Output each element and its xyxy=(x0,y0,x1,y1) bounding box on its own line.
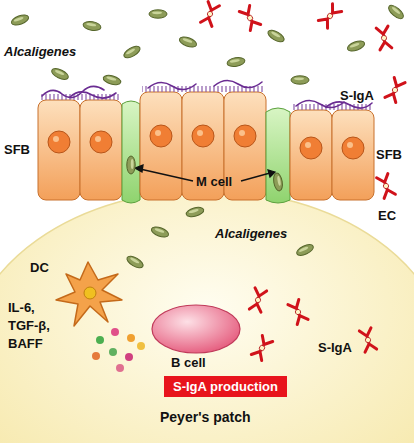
drawing-circle xyxy=(90,131,112,153)
drawing-circle xyxy=(92,352,100,360)
drawing-circle xyxy=(96,336,104,344)
drawing-use xyxy=(50,66,70,81)
drawing-circle xyxy=(239,130,245,136)
drawing-rect xyxy=(182,92,224,200)
drawing-circle xyxy=(150,125,172,147)
drawing-rect xyxy=(80,100,122,200)
drawing-use xyxy=(266,28,286,44)
drawing-circle xyxy=(347,142,353,148)
drawing-circle xyxy=(234,125,256,147)
drawing-use xyxy=(150,225,170,239)
drawing-use xyxy=(125,254,145,270)
drawing-circle xyxy=(305,142,311,148)
drawing-rect xyxy=(38,100,80,200)
drawing-ellipse xyxy=(0,190,414,443)
drawing-use xyxy=(178,35,198,49)
drawing-circle xyxy=(192,125,214,147)
drawing-line xyxy=(140,169,193,181)
drawing-path xyxy=(326,102,372,108)
drawing-use xyxy=(10,13,30,27)
drawing-rect xyxy=(332,110,374,200)
drawing-rect xyxy=(224,92,266,200)
drawing-use xyxy=(102,74,122,87)
drawing-use xyxy=(149,10,167,18)
drawing-circle xyxy=(197,130,203,136)
drawing-use xyxy=(82,20,101,31)
drawing-path xyxy=(135,165,143,172)
text-label: Alcaligenes xyxy=(4,44,76,59)
b-cell: B cell xyxy=(150,303,242,373)
text-label: IL-6, xyxy=(8,300,35,315)
drawing-use xyxy=(385,77,405,102)
drawing-use xyxy=(359,328,376,352)
drawing-path xyxy=(70,92,116,98)
drawing-circle xyxy=(53,136,59,142)
drawing-use xyxy=(318,4,341,29)
dendritic-cell: DC xyxy=(30,260,125,330)
drawing-use xyxy=(122,44,142,60)
drawing-path xyxy=(148,82,196,89)
text-label: Alcaligenes xyxy=(215,226,287,241)
drawing-use xyxy=(377,174,396,199)
drawing-circle xyxy=(116,364,124,372)
drawing-circle xyxy=(84,287,96,299)
text-label: S-IgA xyxy=(318,340,352,355)
drawing-path xyxy=(266,108,290,203)
drawing-use xyxy=(226,56,245,67)
drawing-circle xyxy=(342,137,364,159)
text-label: TGF-β, xyxy=(8,318,50,333)
m-cell-arrows xyxy=(135,165,275,181)
drawing-use xyxy=(249,288,266,312)
drawing-path xyxy=(56,262,122,326)
drawing-use xyxy=(251,335,272,360)
sfb-filaments xyxy=(42,80,372,108)
text-label: S-IgA xyxy=(340,88,374,103)
box-label: S-IgA production xyxy=(173,379,278,394)
drawing-circle xyxy=(127,334,135,342)
drawing-use xyxy=(386,3,405,21)
peyers-patch: Peyer's patch DC B cellS-IgA production xyxy=(0,185,414,443)
drawing-path xyxy=(122,101,140,203)
drawing-line xyxy=(241,173,270,181)
text-label: SFB xyxy=(4,142,30,157)
drawing-use xyxy=(272,172,283,191)
alcaligenes-bacteria xyxy=(10,3,405,270)
s-iga-antibodies xyxy=(201,2,405,361)
drawing-ellipse xyxy=(152,305,240,353)
region-label: Peyer's patch xyxy=(160,410,251,425)
drawing-circle xyxy=(155,130,161,136)
drawing-circle xyxy=(300,137,322,159)
text-label: SFB xyxy=(376,147,402,162)
drawing-use xyxy=(295,242,315,257)
cytokines xyxy=(92,328,145,372)
drawing-use xyxy=(127,156,135,174)
drawing-use xyxy=(185,206,205,219)
drawing-circle xyxy=(125,353,133,361)
drawing-use xyxy=(239,5,260,30)
drawing-path xyxy=(214,80,262,87)
drawing-use xyxy=(291,76,309,84)
text-label: M cell xyxy=(196,174,232,189)
drawing-circle xyxy=(109,348,117,356)
process-box: S-IgA production xyxy=(164,376,287,397)
drawing-circle xyxy=(95,136,101,142)
drawing-circle xyxy=(137,342,145,350)
drawing-use xyxy=(288,299,308,324)
epithelium xyxy=(38,86,374,203)
drawing-use xyxy=(346,39,366,53)
drawing-use xyxy=(376,26,392,50)
text-label: EC xyxy=(378,208,396,223)
text-label: BAFF xyxy=(8,336,43,351)
cell-label: B cell xyxy=(171,355,206,370)
drawing-rect xyxy=(140,92,182,200)
cell-label: DC xyxy=(30,260,49,275)
drawing-use xyxy=(201,2,220,27)
drawing-circle xyxy=(48,131,70,153)
drawing-rect xyxy=(290,110,332,200)
drawing-circle xyxy=(111,328,119,336)
